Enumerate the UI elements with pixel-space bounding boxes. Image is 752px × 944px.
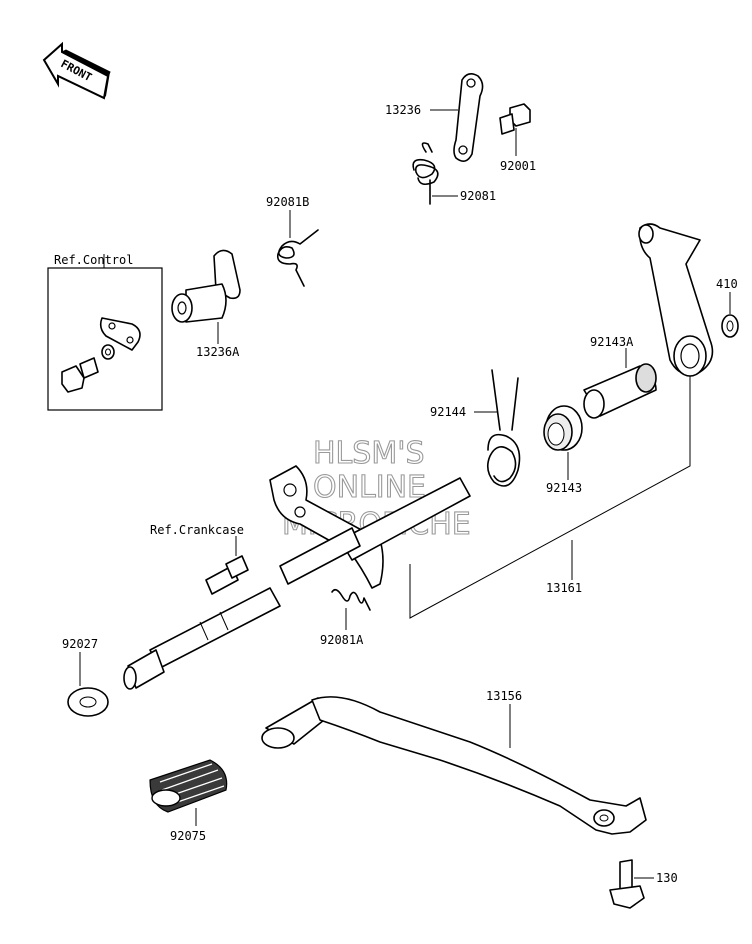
ref-crankcase-label: Ref.Crankcase [150,523,244,537]
part-130-bolt [609,859,654,909]
front-arrow: FRONT [42,41,111,100]
part-92027-washer [67,652,109,717]
ref-control-label: Ref.Control [54,253,133,267]
part-92081A-spring [331,588,371,630]
part-13236A [171,249,241,344]
part-13156-pedal [261,696,647,835]
part-13161-lever [638,223,714,377]
part-410-washer [721,292,739,338]
label-130: 130 [656,871,678,885]
label-13236: 13236 [385,103,421,117]
label-92081A: 92081A [320,633,364,647]
part-92081-spring [412,142,458,205]
ref-control-box [47,254,163,411]
label-92144: 92144 [430,405,466,419]
label-13161: 13161 [546,581,582,595]
part-92144-spring [474,369,521,487]
label-92081B: 92081B [266,195,309,209]
part-92143-bushing [543,405,583,480]
watermark-line2: ONLINE [313,470,426,505]
label-92001: 92001 [500,159,536,173]
label-92081: 92081 [460,189,496,203]
part-92075-rubber [149,759,228,826]
part-13236-arm [430,72,484,162]
ref-crankcase-dowel [205,536,249,595]
label-92143A: 92143A [590,335,634,349]
part-92001-bolt [499,103,531,156]
label-92143: 92143 [546,481,582,495]
label-13236A: 13236A [196,345,240,359]
label-92075: 92075 [170,829,206,843]
part-shift-shaft [123,465,471,690]
label-92027: 92027 [62,637,98,651]
part-92143A-collar [583,348,657,419]
watermark-line1: HLSM'S [313,436,425,471]
part-92081B-spring [276,210,319,287]
label-410: 410 [716,277,738,291]
label-13156: 13156 [486,689,522,703]
bracket-13161 [409,376,691,619]
